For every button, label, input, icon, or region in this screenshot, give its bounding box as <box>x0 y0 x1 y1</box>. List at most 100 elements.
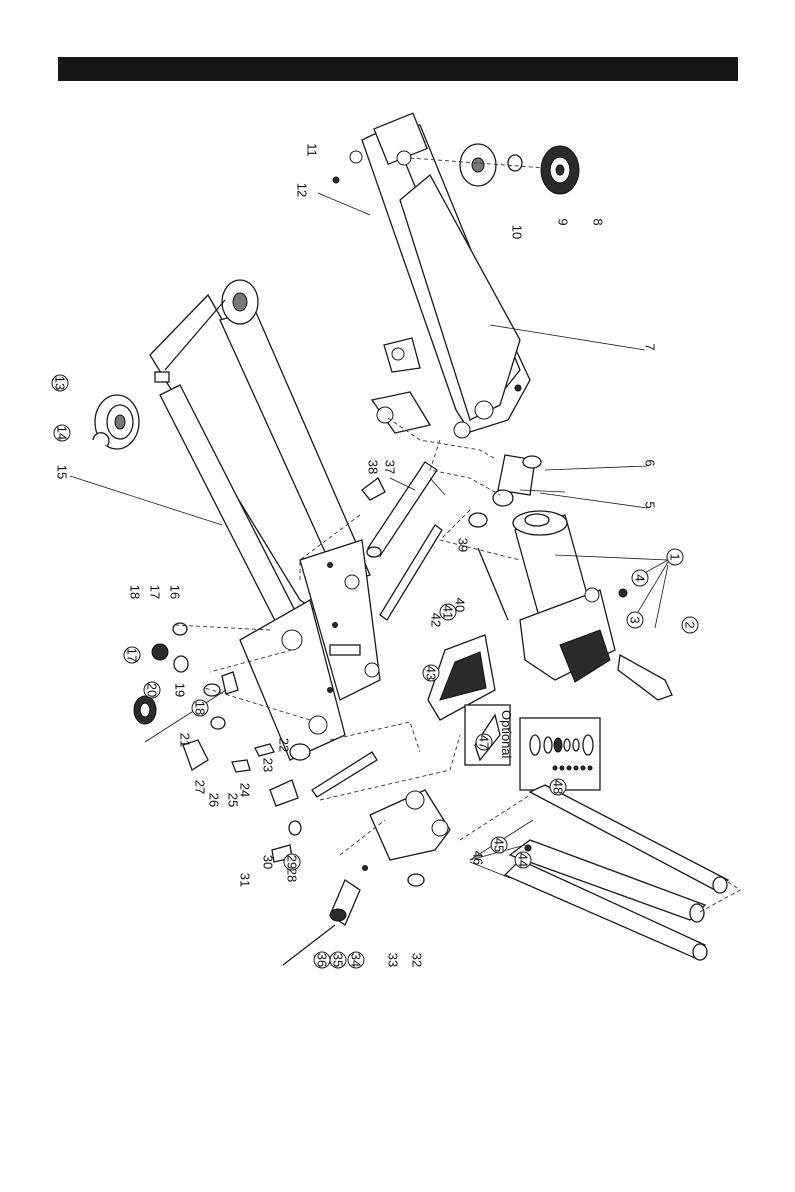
part-number-text: 2 <box>683 621 698 628</box>
part-number-text: 42 <box>429 613 444 627</box>
part-label-1: 1 <box>667 549 683 565</box>
part-number-text: 23 <box>261 758 276 772</box>
part-number-text: 8 <box>591 218 606 225</box>
part-label-14: 14 <box>54 425 70 441</box>
part-label-13: 13 <box>52 375 68 391</box>
part-number-text: 22 <box>277 738 292 752</box>
part-label-36: 36 <box>314 952 330 968</box>
part-label-20: 20 <box>144 682 160 698</box>
part-number-text: 27 <box>193 780 208 794</box>
part-label-48: 48 <box>550 779 566 795</box>
part-number-text: 44 <box>516 853 531 867</box>
part-number-text: 47 <box>477 735 492 749</box>
part-label-31: 31 <box>238 873 253 887</box>
part-number-text: 7 <box>643 343 658 350</box>
part-number-text: 21 <box>178 733 193 747</box>
part-number-text: 6 <box>643 459 658 466</box>
part-label-26: 26 <box>207 793 222 807</box>
part-number-text: 16 <box>168 585 183 599</box>
part-number-text: 32 <box>410 953 425 967</box>
part-label-45: 45 <box>491 837 507 853</box>
part-label-25: 25 <box>226 793 241 807</box>
part-number-text: 18 <box>193 701 208 715</box>
handle-socket <box>283 790 450 965</box>
part-number-text: 37 <box>383 460 398 474</box>
part-label-18: 18 <box>128 585 143 599</box>
part-label-47: 47 <box>476 734 492 750</box>
part-number-text: 15 <box>55 465 70 479</box>
part-number-text: 35 <box>331 953 346 967</box>
part-number-text: 36 <box>315 953 330 967</box>
lift-arm <box>350 113 530 438</box>
part-label-32: 32 <box>410 953 425 967</box>
part-label-15: 15 <box>55 465 70 479</box>
part-number-text: 1 <box>668 553 683 560</box>
part-label-37: 37 <box>383 460 398 474</box>
foot-pedal <box>428 635 510 765</box>
part-number-text: 33 <box>386 953 401 967</box>
part-label-23: 23 <box>261 758 276 772</box>
part-number-text: 48 <box>551 780 566 794</box>
part-number-text: 46 <box>471 851 486 865</box>
part-label-22: 22 <box>277 738 292 752</box>
part-number-text: 9 <box>556 218 571 225</box>
part-label-44: 44 <box>515 852 531 868</box>
part-number-text: 14 <box>55 426 70 440</box>
part-number-text: 34 <box>349 953 364 967</box>
part-label-42: 42 <box>429 613 444 627</box>
part-number-text: 29 <box>285 855 300 869</box>
part-label-12: 12 <box>295 183 310 197</box>
part-label-17: 17 <box>124 647 140 663</box>
optional-label: Optional <box>499 710 514 759</box>
part-number-text: 18 <box>128 585 143 599</box>
part-number-text: 17 <box>148 585 163 599</box>
part-number-text: 4 <box>633 574 648 581</box>
part-label-39: 39 <box>456 538 471 552</box>
part-number-text: 38 <box>366 460 381 474</box>
part-label-34: 34 <box>348 952 364 968</box>
part-label-5: 5 <box>643 501 658 508</box>
part-label-17: 17 <box>148 585 163 599</box>
part-label-33: 33 <box>386 953 401 967</box>
part-label-43: 43 <box>423 665 439 681</box>
part-label-6: 6 <box>643 459 658 466</box>
part-number-text: 19 <box>173 683 188 697</box>
part-label-21: 21 <box>178 733 193 747</box>
part-number-text: 25 <box>226 793 241 807</box>
part-number-text: 31 <box>238 873 253 887</box>
part-number-text: 12 <box>295 183 310 197</box>
part-label-30: 30 <box>261 855 276 869</box>
part-label-16: 16 <box>168 585 183 599</box>
part-number-text: 45 <box>492 838 507 852</box>
part-number-text: 43 <box>424 666 439 680</box>
part-label-29: 29 <box>284 854 300 870</box>
part-label-11: 11 <box>305 143 320 157</box>
part-number-text: 30 <box>261 855 276 869</box>
part-number-text: 39 <box>456 538 471 552</box>
part-number-text: 10 <box>510 225 525 239</box>
part-number-text: 17 <box>125 648 140 662</box>
part-label-10: 10 <box>510 225 525 239</box>
part-number-text: 20 <box>145 683 160 697</box>
part-label-27: 27 <box>193 780 208 794</box>
part-label-3: 3 <box>627 612 643 628</box>
part-label-35: 35 <box>330 952 346 968</box>
part-label-2: 2 <box>682 617 698 633</box>
part-label-19: 19 <box>173 683 188 697</box>
part-label-7: 7 <box>643 343 658 350</box>
front-wheel <box>93 372 169 449</box>
part-number-text: 11 <box>305 143 320 157</box>
part-label-8: 8 <box>591 218 606 225</box>
part-number-text: 13 <box>53 376 68 390</box>
return-spring <box>478 548 508 620</box>
part-number-text: 3 <box>628 616 643 623</box>
part-label-9: 9 <box>556 218 571 225</box>
part-label-4: 4 <box>632 570 648 586</box>
handle-tubes <box>505 785 728 960</box>
part-label-18: 18 <box>192 700 208 716</box>
part-number-text: 26 <box>207 793 222 807</box>
part-label-38: 38 <box>366 460 381 474</box>
part-label-46: 46 <box>471 851 486 865</box>
part-number-text: 5 <box>643 501 658 508</box>
